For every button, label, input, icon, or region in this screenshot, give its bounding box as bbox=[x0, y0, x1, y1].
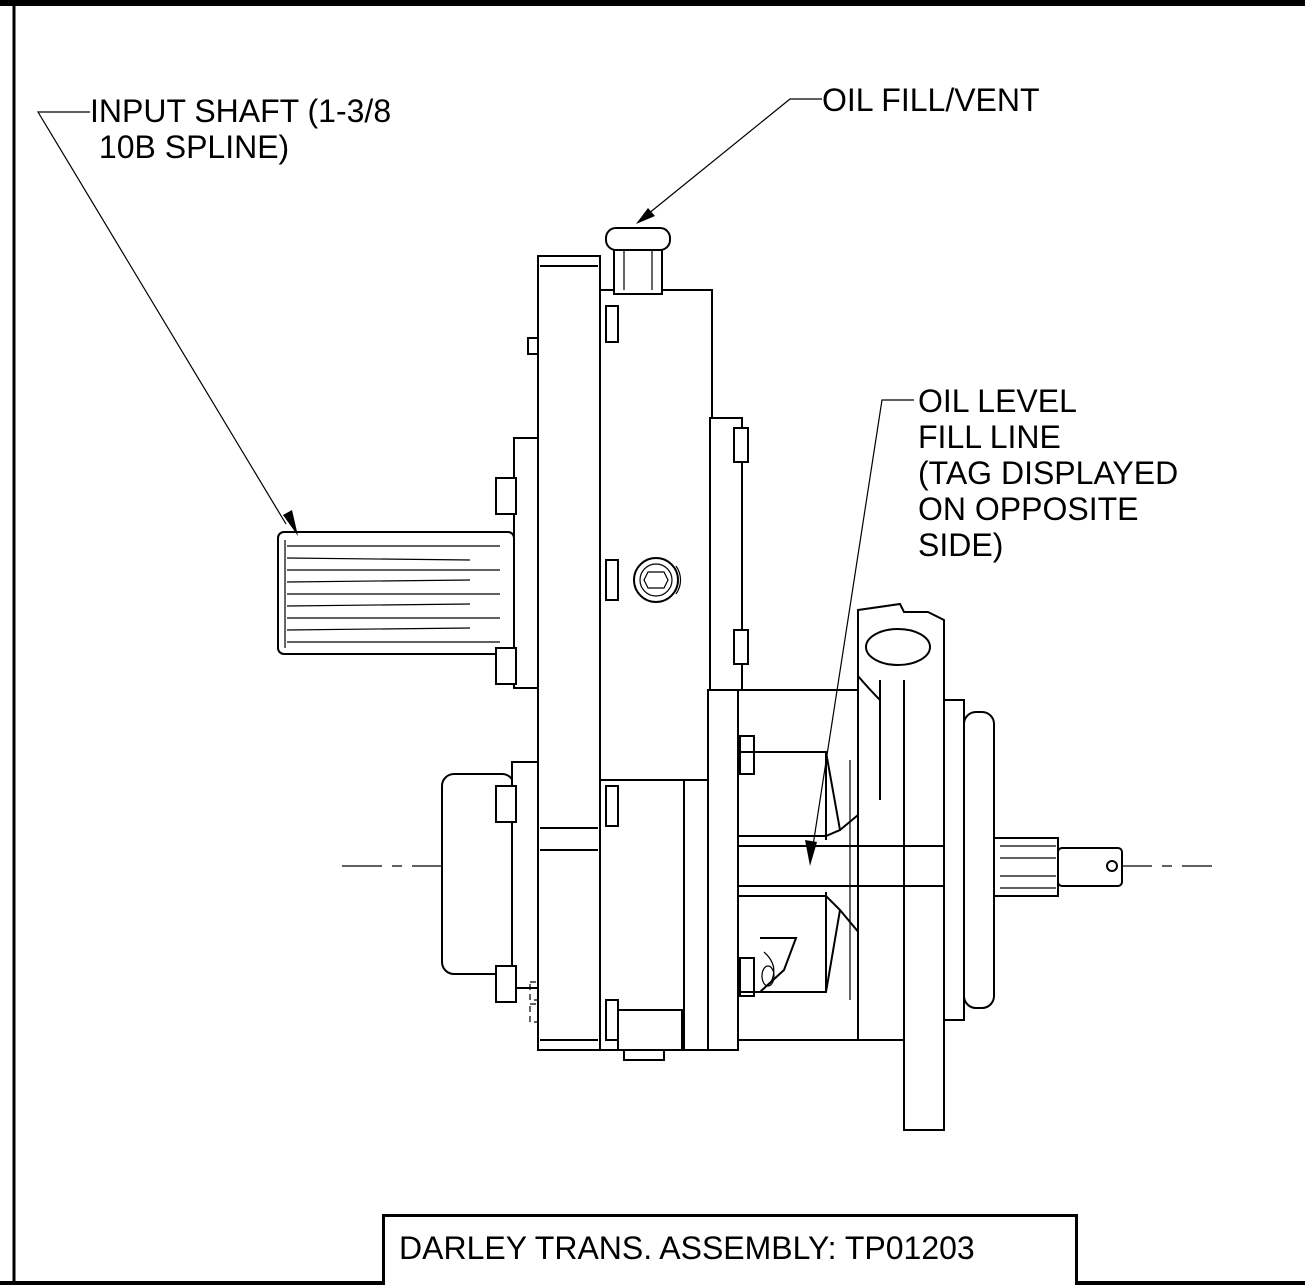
title-block-text: DARLEY TRANS. ASSEMBLY: TP01203 bbox=[399, 1230, 975, 1266]
oil-fill-vent-callout: OIL FILL/VENT bbox=[822, 82, 1040, 118]
oil-level-fill-line-callout: OIL LEVEL FILL LINE (TAG DISPLAYED ON OP… bbox=[918, 383, 1179, 563]
oil-fill-leader bbox=[636, 98, 822, 224]
oil-fill-vent-plug bbox=[605, 227, 671, 295]
input-spline-shaft bbox=[277, 531, 515, 655]
front-plate bbox=[527, 255, 601, 1051]
pump-body bbox=[707, 689, 877, 1051]
rear-cover bbox=[683, 417, 749, 1051]
pump-bearing-housing bbox=[943, 699, 995, 1021]
pump-volute bbox=[857, 602, 945, 1131]
drain-plug bbox=[633, 557, 682, 603]
title-block: DARLEY TRANS. ASSEMBLY: TP01203 bbox=[382, 1214, 1078, 1285]
input-shaft-leader bbox=[36, 111, 298, 536]
output-shaft bbox=[993, 837, 1123, 897]
oil-level-leader bbox=[805, 399, 914, 866]
input-shaft-callout: INPUT SHAFT (1-3/8 10B SPLINE) bbox=[90, 93, 392, 165]
